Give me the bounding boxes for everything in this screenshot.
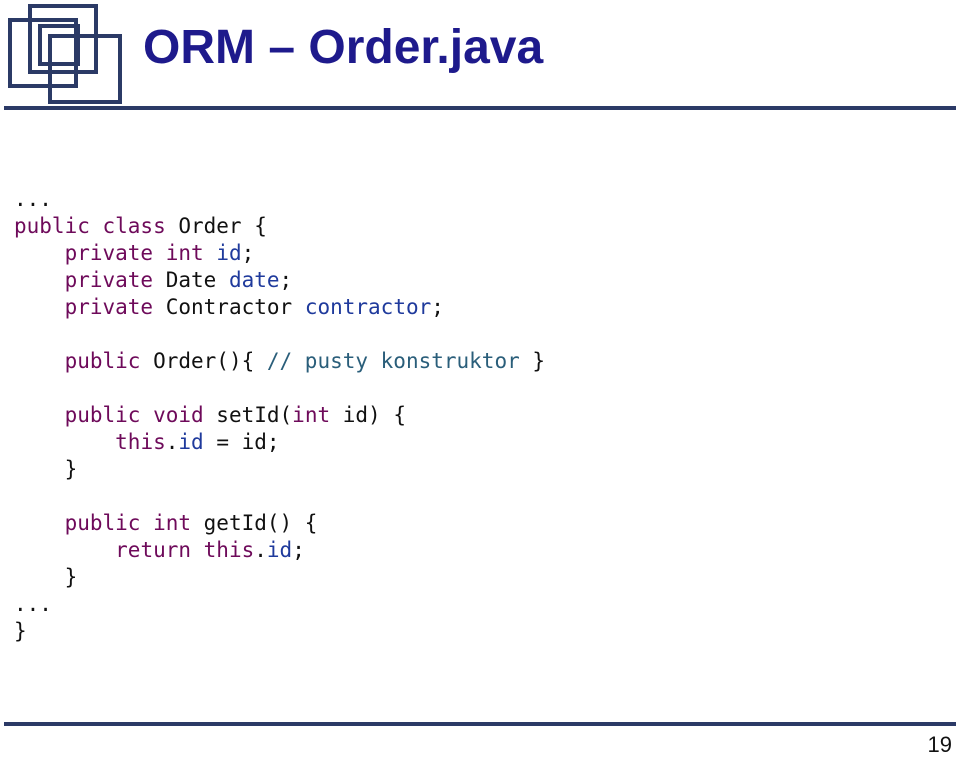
- slide-title: ORM – Order.java: [143, 21, 544, 74]
- code-text: ;: [241, 241, 255, 265]
- code-text: setId(: [203, 403, 293, 427]
- code-keyword: public void: [64, 403, 204, 427]
- code-text: ...: [14, 187, 52, 211]
- code-text: ;: [431, 295, 444, 319]
- code-text: .: [254, 538, 267, 562]
- code-text: }: [14, 619, 27, 643]
- code-text: [14, 295, 65, 319]
- code-text: ;: [279, 268, 293, 292]
- code-line: }: [14, 456, 545, 483]
- title-divider: [4, 106, 956, 110]
- code-line: ...: [14, 186, 545, 213]
- code-text: Order(){: [140, 349, 267, 373]
- code-line: this.id = id;: [14, 429, 545, 456]
- code-line: }: [14, 564, 545, 591]
- overlapping-squares-logo-icon: [8, 4, 122, 104]
- code-keyword: private int: [64, 241, 204, 265]
- code-line: public Order(){ // pusty konstruktor }: [14, 348, 545, 375]
- page-number: 19: [927, 732, 952, 757]
- code-line: private Contractor contractor;: [14, 294, 545, 321]
- code-block: ...public class Order { private int id; …: [14, 186, 545, 645]
- code-text: Date: [153, 268, 229, 292]
- code-line: public void setId(int id) {: [14, 402, 545, 429]
- code-keyword: public int: [64, 511, 192, 535]
- code-comment: // pusty konstruktor: [266, 349, 520, 373]
- code-text: [14, 430, 115, 454]
- code-text: [204, 241, 217, 265]
- code-text: .: [165, 430, 179, 454]
- code-line: [14, 375, 545, 402]
- code-text: }: [14, 565, 78, 589]
- code-keyword: return this: [115, 538, 255, 562]
- code-text: [14, 403, 65, 427]
- code-field: id: [178, 430, 204, 454]
- code-text: }: [519, 349, 546, 373]
- code-text: [14, 511, 65, 535]
- code-text: [14, 241, 65, 265]
- code-text: }: [14, 457, 78, 481]
- code-keyword: this: [115, 430, 166, 454]
- code-keyword: private: [64, 268, 154, 292]
- code-line: return this.id;: [14, 537, 545, 564]
- code-line: public class Order {: [14, 213, 545, 240]
- code-line: [14, 321, 545, 348]
- footer-divider: [4, 722, 956, 726]
- code-text: [14, 538, 115, 562]
- code-line: private int id;: [14, 240, 545, 267]
- code-text: Contractor: [153, 295, 305, 319]
- code-keyword: int: [292, 403, 331, 427]
- code-field: id: [216, 241, 242, 265]
- code-line: private Date date;: [14, 267, 545, 294]
- code-text: Order {: [165, 214, 267, 238]
- code-line: ...: [14, 591, 545, 618]
- code-field: date: [228, 268, 280, 292]
- code-keyword: public class: [14, 214, 166, 238]
- code-text: = id;: [203, 430, 280, 454]
- code-line: }: [14, 618, 545, 645]
- code-field: id: [266, 538, 293, 562]
- code-text: getId() {: [191, 511, 318, 535]
- code-keyword: private: [64, 295, 154, 319]
- code-line: public int getId() {: [14, 510, 545, 537]
- code-field: contractor: [304, 295, 432, 319]
- code-text: [14, 349, 65, 373]
- code-text: id) {: [330, 403, 406, 427]
- code-text: ;: [292, 538, 305, 562]
- code-keyword: public: [64, 349, 141, 373]
- code-text: [14, 268, 65, 292]
- code-text: ...: [14, 592, 52, 616]
- code-line: [14, 483, 545, 510]
